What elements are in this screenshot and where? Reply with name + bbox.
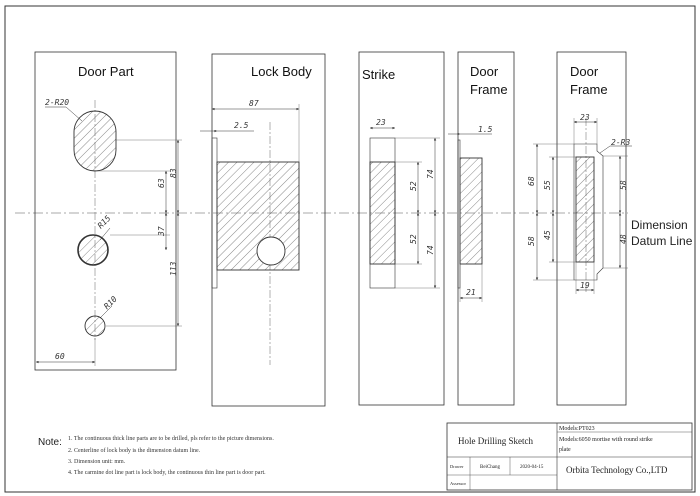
note-line-1: 1. The continuous thick line parts are t… bbox=[68, 435, 274, 442]
svg-text:60: 60 bbox=[55, 352, 65, 361]
svg-text:58: 58 bbox=[619, 180, 628, 190]
door-part-panel: Door Part 2-R20 R15 R10 63 83 37 113 6 bbox=[34, 51, 182, 371]
title-block-models2-2: plate bbox=[559, 447, 571, 453]
svg-text:83: 83 bbox=[169, 168, 178, 178]
leader-r10 bbox=[99, 305, 113, 319]
svg-text:48: 48 bbox=[619, 234, 628, 244]
door-frame-1-title-2: Frame bbox=[470, 82, 508, 97]
svg-text:2-R3: 2-R3 bbox=[611, 138, 630, 147]
lock-body-panel: Lock Body 87 2.5 bbox=[200, 53, 326, 407]
title-block-models: Models:PT023 bbox=[559, 426, 595, 432]
label-2-r20: 2-R20 bbox=[45, 98, 69, 107]
leader-r3 bbox=[599, 145, 611, 154]
label-r10: R10 bbox=[102, 294, 119, 311]
lock-cylinder-hole bbox=[256, 236, 286, 266]
svg-text:37: 37 bbox=[157, 226, 166, 237]
strike-panel: Strike 23 52 74 52 74 bbox=[358, 51, 445, 406]
small-hole bbox=[84, 315, 106, 337]
note-line-2: 2. Centerline of lock body is the dimens… bbox=[68, 447, 201, 454]
title-block-drawer-label: Drawer bbox=[450, 464, 464, 469]
svg-text:21: 21 bbox=[466, 288, 476, 297]
svg-text:87: 87 bbox=[249, 99, 259, 108]
door-part-outline bbox=[34, 51, 177, 371]
svg-text:52: 52 bbox=[409, 181, 418, 191]
title-block: Hole Drilling Sketch Models:PT023 Models… bbox=[446, 422, 693, 491]
slot-hole bbox=[73, 110, 117, 172]
strike-hatch bbox=[369, 161, 396, 265]
svg-text:2.5: 2.5 bbox=[234, 121, 249, 130]
datum-label-line2: Datum Line bbox=[631, 234, 693, 248]
svg-text:23: 23 bbox=[580, 113, 590, 122]
title-block-drawer-name: BeiChang bbox=[480, 465, 500, 470]
door-frame-2-panel: Door Frame 23 2-R3 68 55 58 45 bbox=[527, 51, 632, 406]
svg-text:113: 113 bbox=[169, 261, 178, 276]
svg-text:74: 74 bbox=[426, 245, 435, 255]
door-part-title: Door Part bbox=[78, 64, 134, 79]
door-frame-2-title-2: Frame bbox=[570, 82, 608, 97]
strike-title: Strike bbox=[362, 67, 395, 82]
leader-r20 bbox=[65, 106, 83, 122]
svg-text:63: 63 bbox=[157, 178, 166, 188]
door-frame-1-panel: Door Frame 1.5 21 bbox=[448, 51, 515, 406]
svg-text:58: 58 bbox=[527, 236, 536, 246]
cylinder-hole bbox=[77, 234, 109, 266]
title-block-company: Orbita Technology Co.,LTD bbox=[566, 465, 668, 475]
datum-label-line1: Dimension bbox=[631, 218, 688, 232]
title-block-date: 2020-04-15 bbox=[520, 465, 544, 470]
door-frame-2-title-1: Door bbox=[570, 64, 599, 79]
svg-text:68: 68 bbox=[527, 176, 536, 186]
svg-text:23: 23 bbox=[376, 118, 386, 127]
svg-text:1.5: 1.5 bbox=[478, 125, 493, 134]
note-line-4: 4. The carmine dot line part is lock bod… bbox=[68, 470, 266, 476]
note-block: Note: 1. The continuous thick line parts… bbox=[38, 435, 274, 476]
frame-pocket bbox=[459, 157, 483, 265]
lock-body-title: Lock Body bbox=[251, 64, 312, 79]
svg-text:19: 19 bbox=[580, 281, 590, 290]
frame-strike-hatch bbox=[575, 156, 595, 263]
svg-text:74: 74 bbox=[426, 169, 435, 179]
svg-text:45: 45 bbox=[543, 230, 552, 240]
note-label: Note: bbox=[38, 437, 62, 448]
door-frame-2-outline bbox=[556, 51, 627, 406]
title-block-assessor-label: Assessor bbox=[450, 481, 467, 486]
note-line-3: 3. Dimension unit: mm. bbox=[68, 459, 126, 465]
title-block-models2-1: Models:6050 mortise with round strike bbox=[559, 437, 653, 443]
leader-r15 bbox=[99, 227, 111, 241]
sheet-border bbox=[4, 5, 696, 493]
door-frame-1-title-1: Door bbox=[470, 64, 499, 79]
svg-text:52: 52 bbox=[409, 234, 418, 244]
title-block-title: Hole Drilling Sketch bbox=[458, 436, 533, 446]
svg-text:55: 55 bbox=[543, 180, 552, 190]
strike-outline bbox=[358, 51, 445, 406]
label-r15: R15 bbox=[96, 214, 113, 231]
